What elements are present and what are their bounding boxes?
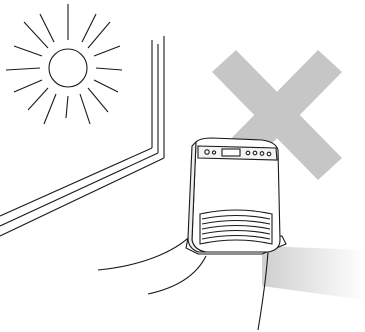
heater-button	[205, 150, 209, 154]
heater-grille	[200, 210, 272, 244]
floor-shadow	[262, 246, 365, 300]
heater-button	[260, 152, 264, 156]
heater-button	[246, 151, 250, 155]
sun-icon	[6, 4, 122, 124]
heater-button	[253, 151, 257, 155]
heater-button	[267, 152, 271, 156]
heater-display	[222, 149, 240, 156]
kerosene-heater	[186, 138, 286, 254]
heater-button	[212, 151, 215, 154]
